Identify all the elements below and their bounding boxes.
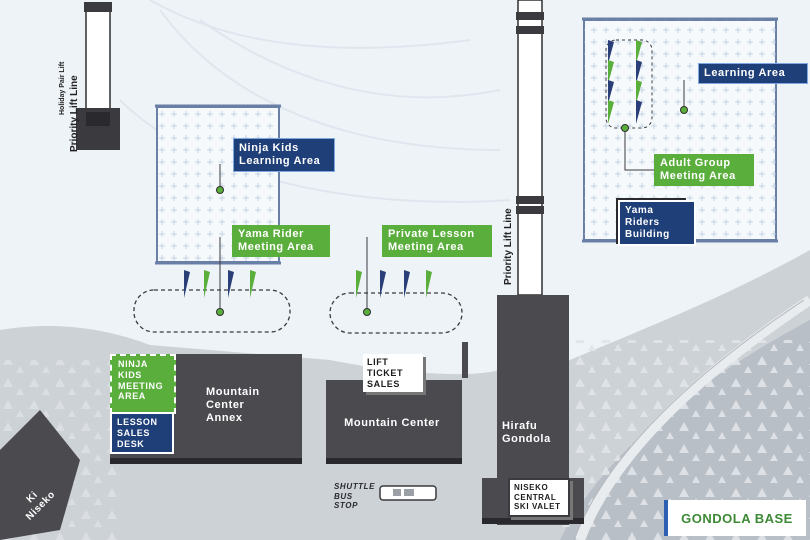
shuttle-bus-stop-label: SHUTTLE BUS STOP [334,482,376,511]
leader-lines [219,80,685,312]
road-edge [573,299,805,540]
private-lesson-flags [356,270,432,298]
location-dots [216,106,688,316]
access-road [575,295,810,540]
gondola-tower-2 [516,26,544,34]
gondola-tower-4 [516,206,544,214]
gondola-tower-3 [516,196,544,204]
adult-group-meeting-label: Adult Group Meeting Area [654,154,754,187]
ninja-kids-meeting-area: NINJA KIDS MEETING AREA [110,354,176,414]
ninja-learning-area-label: Ninja Kids Learning Area [233,138,335,173]
lift-ticket-sales: LIFT TICKET SALES [363,354,423,393]
yama-rider-meeting-label: Yama Rider Meeting Area [232,225,330,258]
priority-lift-line-label-left: Priority Lift Line [69,75,80,152]
lift-station-roof [86,112,110,126]
priority-lift-line-label-gondola: Priority Lift Line [503,208,514,285]
gondola-tower-1 [516,12,544,20]
legend-gondola-base: GONDOLA BASE [664,500,806,536]
mountain-center-building [326,380,462,464]
learning-area-flags [608,40,642,124]
hirafu-gondola-label: Hirafu Gondola [502,420,551,446]
mountain-center-label: Mountain Center [344,417,440,429]
ki-niseko-building [0,410,80,540]
holiday-pair-lift-line [85,5,111,115]
mountain-center-annex-label: Mountain Center Annex [206,386,260,425]
private-lesson-loop [329,292,463,334]
yama-rider-flags [184,270,256,298]
holiday-pair-lift-label: Holiday Pair Lift [59,61,66,115]
yama-rider-loop [133,289,291,333]
lesson-sales-desk: LESSON SALES DESK [110,412,174,454]
lift-top-station [84,2,112,12]
learning-area-label: Learning Area [698,63,808,85]
gondola-lift-line [517,0,543,296]
private-lesson-meeting-label: Private Lesson Meeting Area [382,225,492,258]
niseko-central-ski-valet: NISEKO CENTRAL SKI VALET [508,478,570,517]
yama-riders-building-label: Yama Riders Building [618,200,696,246]
